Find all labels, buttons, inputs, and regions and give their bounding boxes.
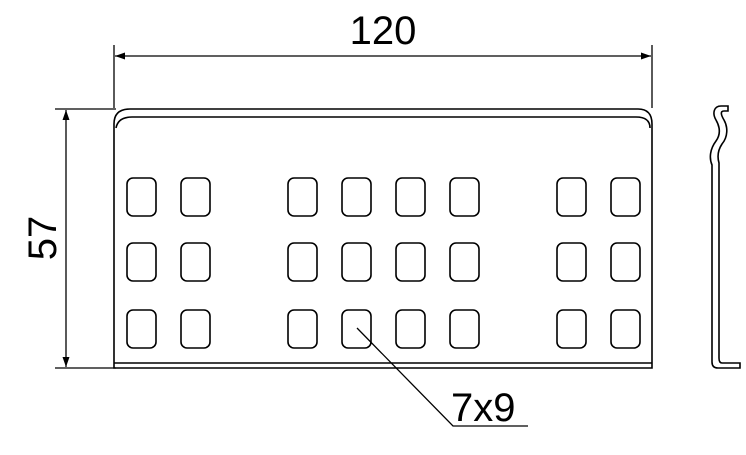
height-label: 57 [21,216,65,261]
hole [126,309,157,349]
plate-outline [113,108,653,369]
hole [180,177,211,217]
width-dimension: 120 [113,9,653,108]
hole [126,242,157,282]
hole [287,309,318,349]
height-dimension: 57 [21,108,116,369]
hole [395,309,426,349]
hole [180,309,211,349]
hole [610,177,641,217]
hole [395,177,426,217]
hole [341,242,372,282]
hole [556,242,587,282]
hole [610,309,641,349]
width-label: 120 [350,9,417,53]
hole [556,309,587,349]
hole [180,242,211,282]
hole [341,309,372,349]
hole-annotation: 7x9 [356,327,528,430]
hole [556,177,587,217]
side-profile-outline [709,105,741,369]
hole [449,242,480,282]
hole-grid [126,177,641,349]
hole [449,309,480,349]
hole [449,177,480,217]
hole [126,177,157,217]
plate-front-view [113,108,653,369]
plate-inner-edge [115,116,651,129]
hole-size-label: 7x9 [451,386,516,430]
hole [287,177,318,217]
hole-leader-line [356,327,528,427]
hole [610,242,641,282]
plate-side-profile [709,105,741,369]
hole [395,242,426,282]
hole [287,242,318,282]
hole [341,177,372,217]
